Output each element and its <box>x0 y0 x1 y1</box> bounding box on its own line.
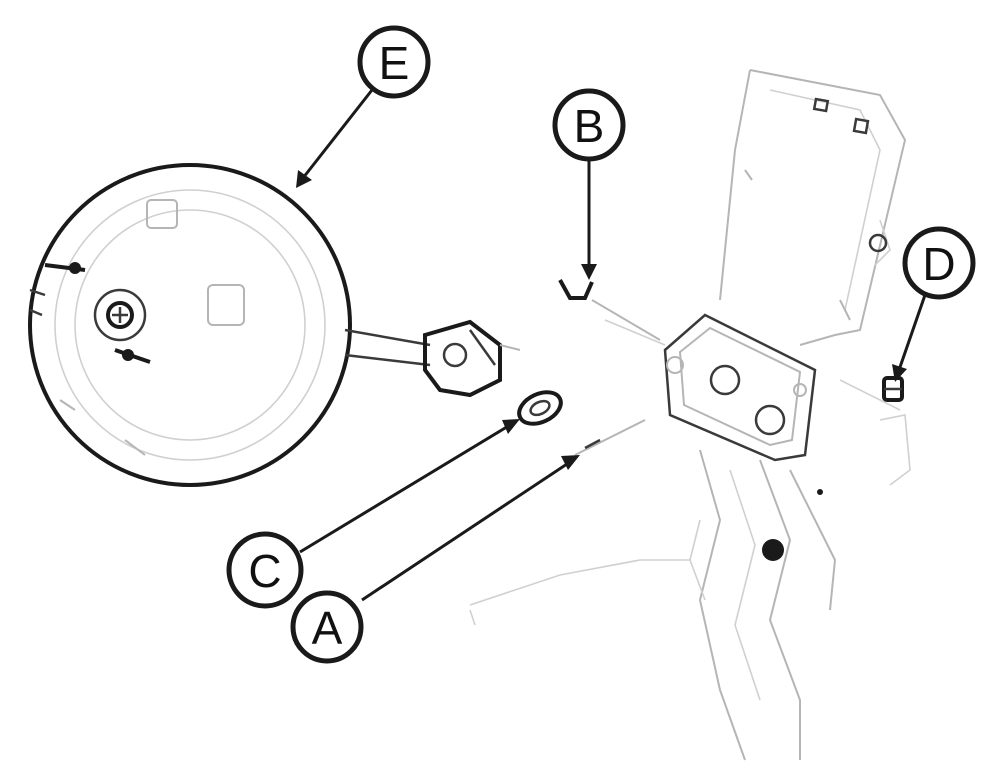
callout-c: C <box>226 531 304 609</box>
pedal-bracket-assembly <box>469 69 911 761</box>
leader-line-a <box>361 455 580 602</box>
clip-part-c <box>517 390 563 426</box>
callout-label-b: B <box>574 100 605 152</box>
callout-e: E <box>357 25 431 99</box>
callout-label-a: A <box>312 602 343 654</box>
callout-label-c: C <box>248 545 281 597</box>
brake-booster <box>28 163 521 487</box>
pin-part-a <box>574 419 646 456</box>
leader-line-d <box>892 294 927 382</box>
callout-d: D <box>902 226 976 300</box>
nut-part-d <box>882 376 904 402</box>
fastener-part-b <box>558 279 661 341</box>
leader-line-c <box>299 419 520 554</box>
callout-label-e: E <box>379 37 410 89</box>
leader-line-e <box>296 89 374 188</box>
callout-a: A <box>290 590 364 664</box>
callout-label-d: D <box>922 238 955 290</box>
callout-b: B <box>552 88 626 162</box>
leader-line-b <box>581 160 597 280</box>
